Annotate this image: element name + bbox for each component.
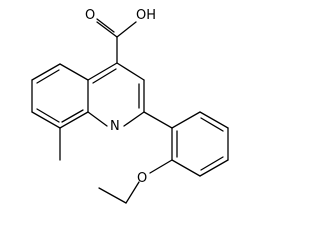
ring-double-bond-inner	[36, 69, 60, 84]
oxygen-ethyl-bond	[125, 181, 140, 204]
hydroxyl-bond	[116, 21, 137, 38]
carboxyl-group	[96, 18, 137, 64]
phenyl-ring	[171, 111, 229, 177]
ring-bond	[31, 111, 61, 129]
ring-nitrogen-label: N	[110, 119, 120, 134]
ring-double-bond-inner	[36, 108, 60, 123]
ring-double-bond-inner	[200, 117, 224, 132]
ring-double-bond-inner	[61, 109, 84, 123]
ring-double-bond-inner	[92, 68, 117, 84]
carbonyl-oxygen-label: O	[85, 8, 95, 23]
ring-bond	[171, 111, 201, 129]
ring-bond	[123, 111, 145, 127]
ring-bond	[87, 62, 118, 81]
ether-oxygen-label: O	[137, 171, 147, 186]
ring-bond	[199, 111, 229, 129]
aryl-oxygen-bond	[149, 159, 173, 174]
carbonyl-double-bond	[96, 21, 118, 38]
pyridine-ring	[87, 62, 145, 127]
carbonyl-double-bond-inner	[96, 18, 115, 33]
ring-bond	[59, 111, 89, 129]
chemical-structure: O OH N	[31, 8, 229, 204]
hydroxyl-label: OH	[136, 8, 156, 23]
ethyl-bond	[98, 187, 127, 204]
ring-bond	[59, 63, 89, 81]
ring-bond	[31, 63, 61, 81]
ring-bond	[171, 159, 201, 177]
ring-bond	[87, 111, 108, 127]
ethoxy-group	[98, 159, 173, 204]
ring-double-bond-inner	[200, 156, 224, 171]
ring-bond	[116, 62, 145, 81]
ring-bond	[199, 159, 229, 177]
biaryl-bond	[143, 111, 173, 129]
benzo-ring	[31, 63, 89, 129]
